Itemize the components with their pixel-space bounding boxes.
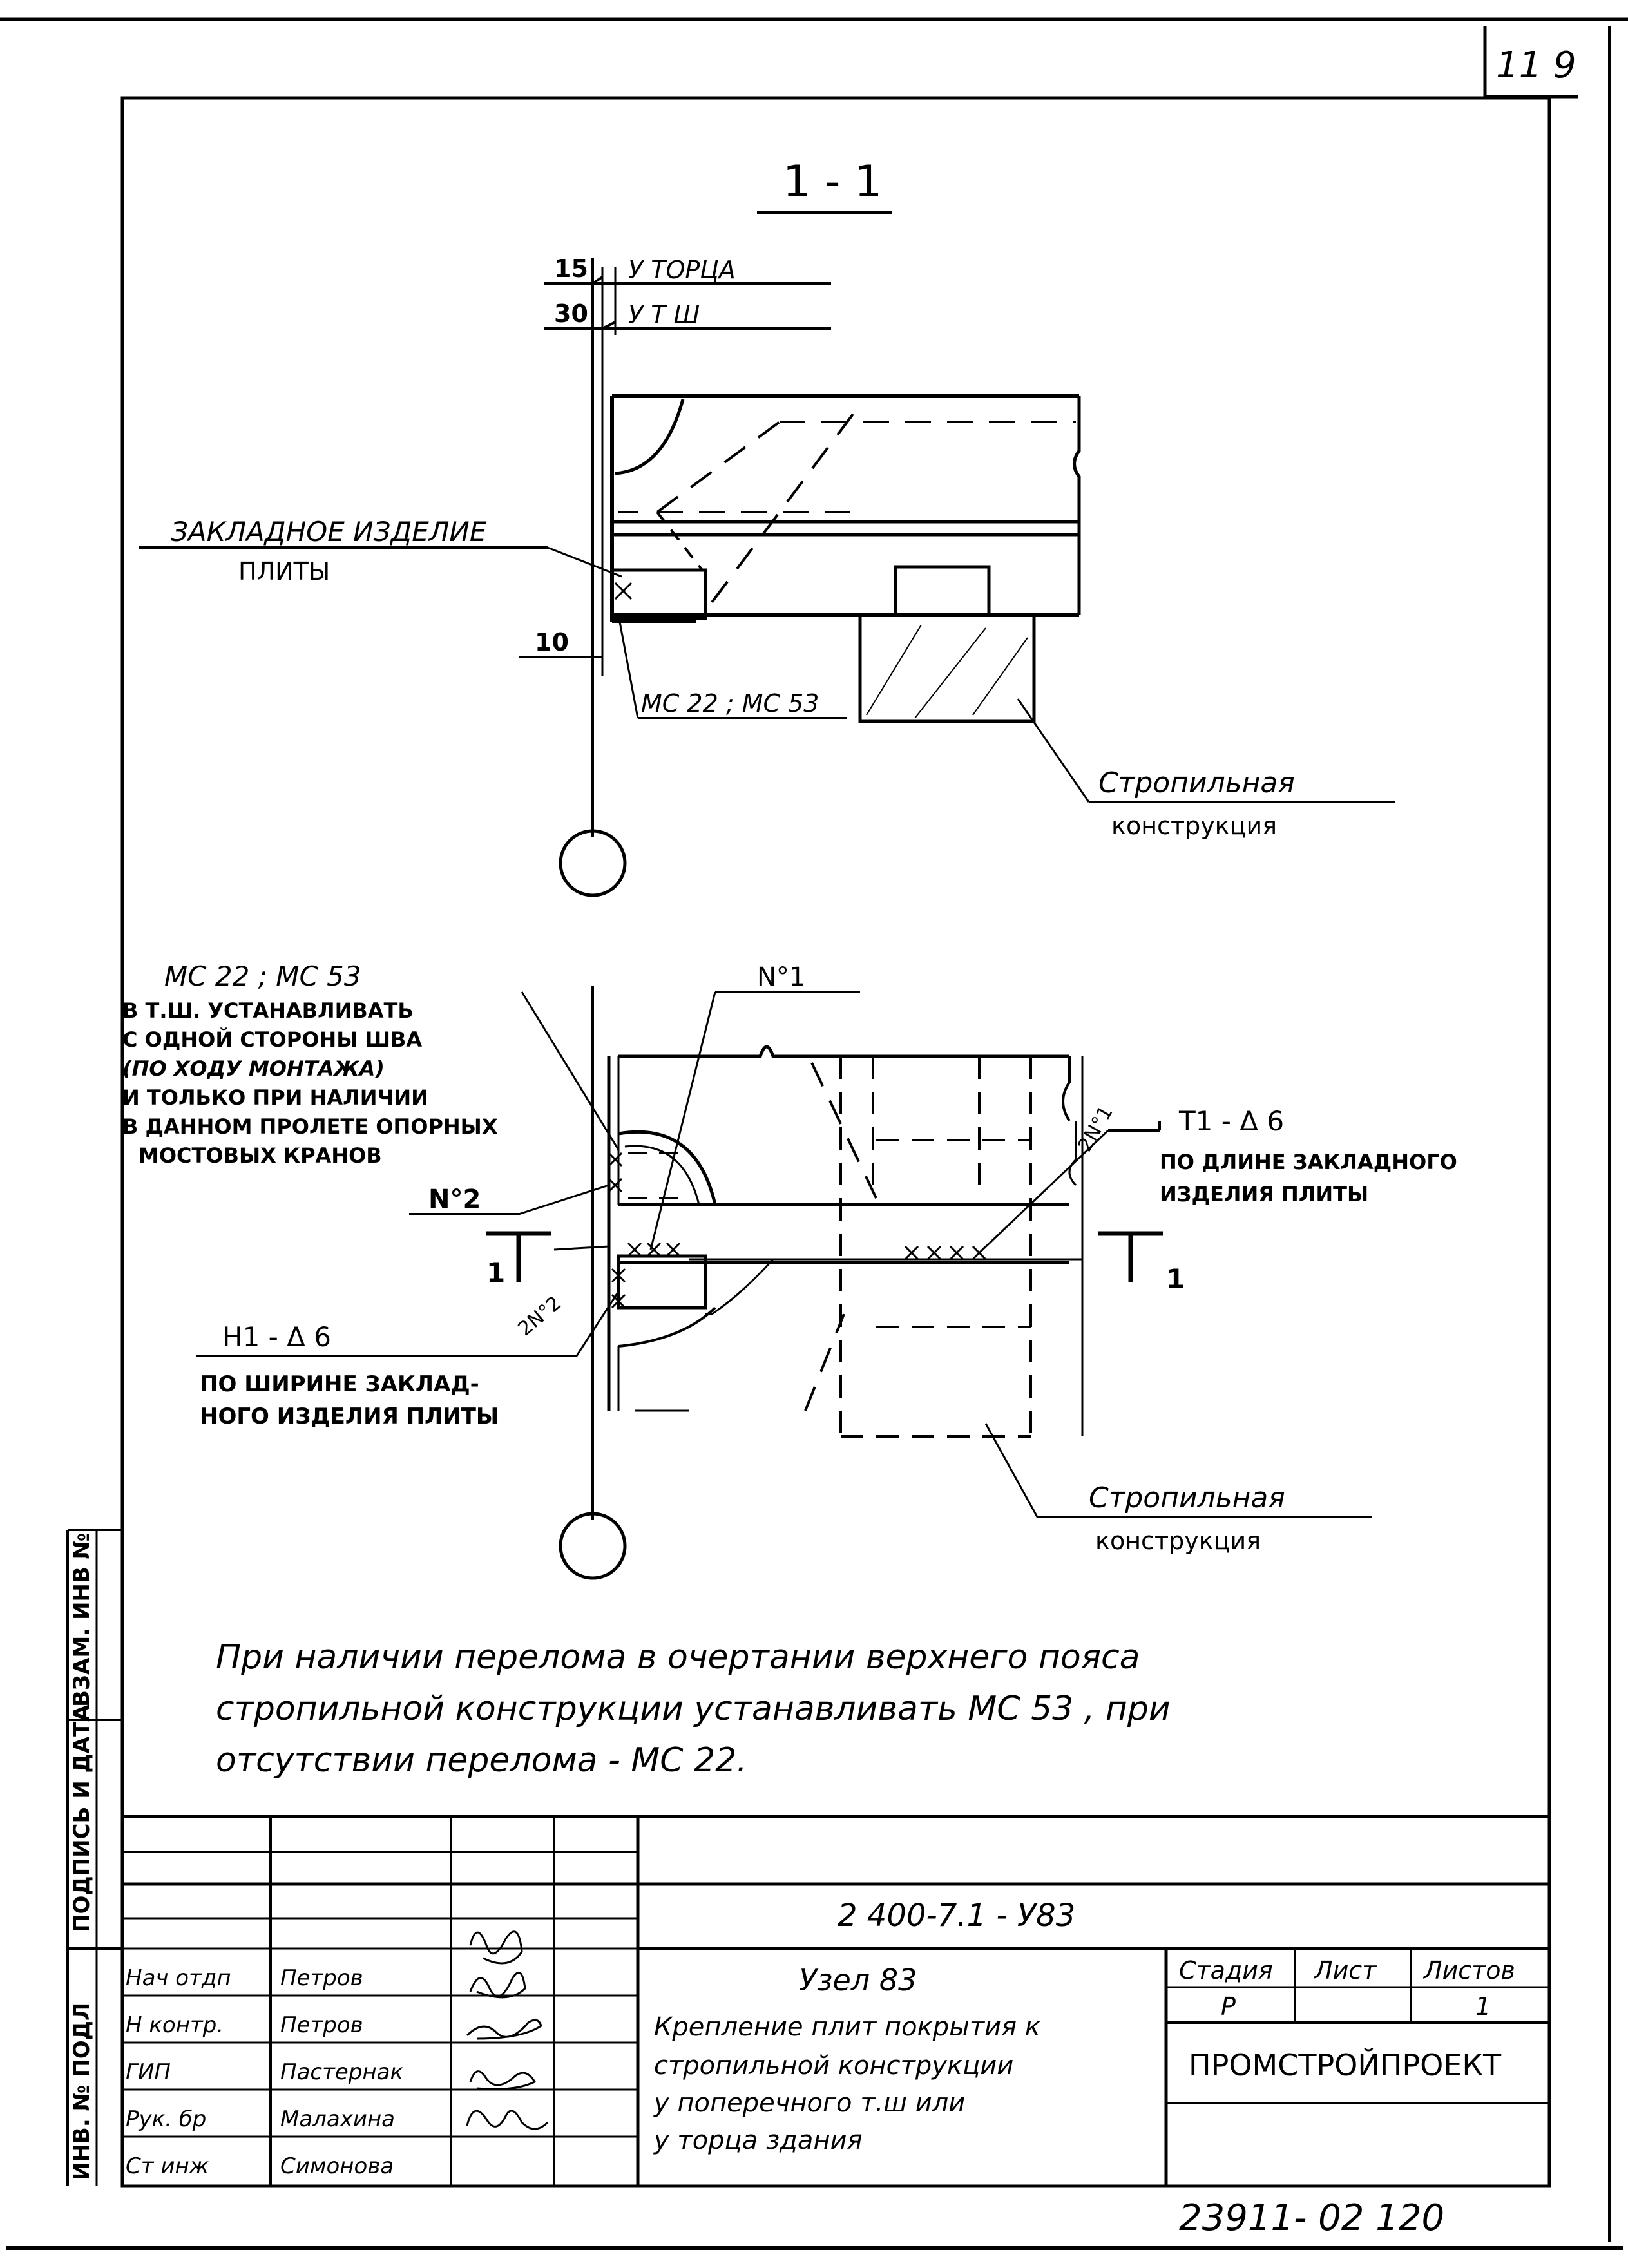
section-mark-left: 1 — [486, 1257, 505, 1288]
embedded-label-1: ЗАКЛАДНОЕ ИЗДЕЛИЕ — [171, 516, 487, 548]
no1-label: N°1 — [757, 962, 805, 992]
role-4: Рук. бр — [126, 2106, 206, 2132]
doc-code: 2 400-7.1 - У83 — [838, 1898, 1075, 1934]
title-block-text: 2 400-7.1 - У83 Нач отдп Н контр. ГИП Ру… — [126, 1898, 1515, 2239]
name-3: Пастернак — [280, 2059, 403, 2085]
embedded-label-2: ПЛИТЫ — [238, 557, 330, 586]
stamp-vzam: ВЗАМ. ИНВ № — [69, 1532, 95, 1707]
drawing-frame — [120, 96, 1551, 2188]
stamp-podpis: ПОДПИСЬ И ДАТА — [69, 1704, 95, 1932]
side-stamp: ВЗАМ. ИНВ № ПОДПИСЬ И ДАТА ИНВ. № ПОДЛ — [66, 1529, 122, 2186]
rafter-label-top-1: Стропильная — [1098, 767, 1295, 799]
rafter-label-plan-1: Стропильная — [1089, 1482, 1285, 1514]
section-label: 1 - 1 — [783, 157, 882, 207]
mc-note-2: С ОДНОЙ СТОРОНЫ ШВА — [122, 1027, 422, 1052]
plan-detail-labels: МС 22 ; МС 53 В Т.Ш. УСТАНАВЛИВАТЬ С ОДН… — [122, 960, 1457, 1555]
title-line-4: у поперечного т.ш или — [653, 2088, 965, 2118]
rafter-label-top-2: конструкция — [1111, 812, 1277, 840]
mc-note-1: В Т.Ш. УСТАНАВЛИВАТЬ — [122, 998, 414, 1023]
label-torec: У ТОРЦА — [628, 256, 736, 284]
name-1: Петров — [280, 1965, 363, 1991]
bottom-number: 23911- 02 120 — [1179, 2197, 1444, 2239]
title-line-2: Крепление плит покрытия к — [654, 2012, 1040, 2042]
role-2: Н контр. — [126, 2012, 224, 2038]
rafter-label-plan-2: конструкция — [1095, 1527, 1261, 1555]
no2-label: N°2 — [428, 1185, 481, 1214]
title-block — [122, 1815, 1549, 2186]
role-3: ГИП — [126, 2059, 171, 2085]
section-mark-right: 1 — [1166, 1263, 1185, 1295]
dim-10: 10 — [535, 628, 569, 656]
mc-note-6: МОСТОВЫХ КРАНОВ — [139, 1143, 382, 1168]
name-2: Петров — [280, 2012, 363, 2038]
axis-marker-bottom — [559, 1512, 627, 1580]
mc-note-5: В ДАННОМ ПРОЛЕТЕ ОПОРНЫХ — [122, 1114, 498, 1139]
t1-note-1: ПО ДЛИНЕ ЗАКЛАДНОГО — [1160, 1150, 1457, 1174]
name-5: Симонова — [280, 2153, 394, 2179]
top-detail-labels: 15 30 У ТОРЦА У Т Ш ЗАКЛАДНОЕ ИЗДЕЛИЕ ПЛ… — [171, 254, 1295, 840]
mc-label-plan: МС 22 ; МС 53 — [164, 960, 361, 992]
stamp-inv: ИНВ. № ПОДЛ — [69, 2003, 95, 2180]
title-line-3: стропильной конструкции — [654, 2051, 1013, 2081]
title-line-5: у торца здания — [653, 2126, 863, 2155]
sheet-number: 11 9 — [1496, 44, 1576, 86]
top-detail — [139, 258, 1395, 897]
dim-15: 15 — [554, 254, 588, 283]
t1-note-2: ИЗДЕЛИЯ ПЛИТЫ — [1160, 1182, 1368, 1206]
sheets-header: Листов — [1422, 1956, 1515, 1985]
stage-header: Стадия — [1179, 1956, 1273, 1985]
organization: ПРОМСТРОЙПРОЕКТ — [1189, 2048, 1502, 2082]
h1-note-2: НОГО ИЗДЕЛИЯ ПЛИТЫ — [200, 1404, 499, 1429]
plan-detail — [196, 986, 1372, 1580]
note-line-3: отсутствии перелома - МС 22. — [216, 1741, 747, 1780]
role-5: Ст инж — [126, 2153, 209, 2179]
sheet-number-box: 11 9 — [1483, 26, 1578, 99]
h1-label: Н1 - Δ 6 — [222, 1321, 331, 1353]
signatures — [466, 1930, 549, 2130]
dim-30: 30 — [554, 300, 588, 328]
role-1: Нач отдп — [126, 1965, 231, 1991]
sheet-header: Лист — [1313, 1956, 1377, 1985]
sheets-value: 1 — [1475, 1992, 1491, 2021]
stage-value: Р — [1221, 1992, 1236, 2021]
title-line-1: Узел 83 — [799, 1963, 917, 1997]
label-tsh: У Т Ш — [628, 301, 700, 329]
note-line-1: При наличии перелома в очертании верхнег… — [216, 1638, 1140, 1677]
mc-label-top: МС 22 ; МС 53 — [641, 689, 819, 718]
section-title: 1 - 1 — [757, 157, 892, 214]
mc-note-3: (ПО ХОДУ МОНТАЖА) — [122, 1056, 385, 1081]
axis-marker-top — [559, 829, 627, 897]
t1-label: Т1 - Δ 6 — [1178, 1105, 1284, 1137]
mc-note-4: И ТОЛЬКО ПРИ НАЛИЧИИ — [122, 1085, 428, 1110]
name-4: Малахина — [280, 2106, 395, 2132]
note-line-2: стропильной конструкции устанавливать МС… — [216, 1690, 1171, 1728]
general-note: При наличии перелома в очертании верхнег… — [216, 1638, 1171, 1780]
h1-note-1: ПО ШИРИНЕ ЗАКЛАД- — [200, 1371, 479, 1397]
